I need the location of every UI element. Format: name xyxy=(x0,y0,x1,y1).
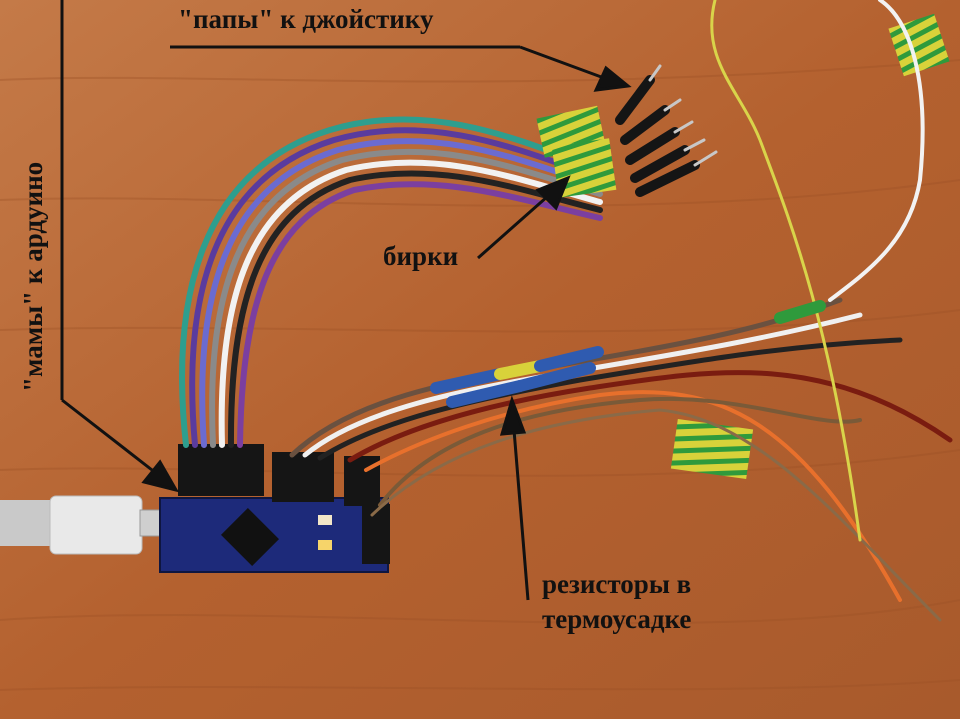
female-connectors xyxy=(178,444,390,564)
caption-tags: бирки xyxy=(383,241,459,271)
caption-resistors-line1: резисторы в xyxy=(542,569,692,599)
right-wires xyxy=(710,0,925,542)
caption-resistors-line2: термоусадке xyxy=(542,604,692,634)
caption-male-pins: "папы" к джойстику xyxy=(178,4,434,34)
male-pins xyxy=(615,64,718,197)
arduino-nano-board xyxy=(159,497,389,573)
wood-grain xyxy=(0,59,960,691)
resistor-heatshrink xyxy=(430,300,826,408)
sensor-wires xyxy=(289,297,953,622)
annotation-arrows xyxy=(60,0,632,601)
ribbon-cable xyxy=(179,116,603,448)
caption-female-connectors: "мамы" к ардуино xyxy=(18,161,48,392)
